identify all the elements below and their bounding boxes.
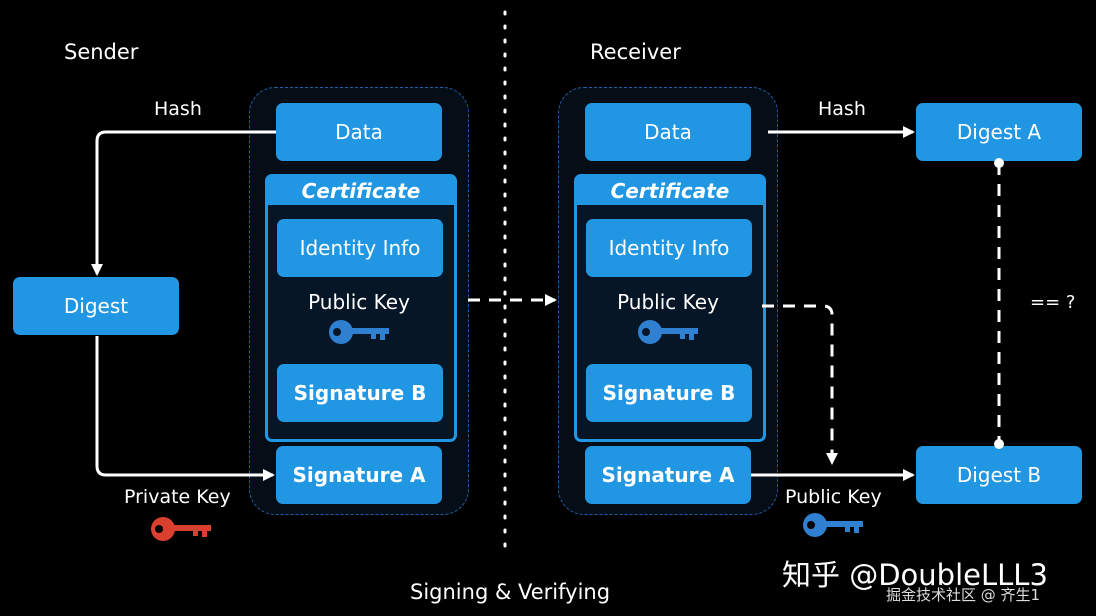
sender-certificate-header: Certificate <box>268 177 454 205</box>
digest-b-box: Digest B <box>916 446 1082 504</box>
receiver-signature-a-box: Signature A <box>585 446 751 504</box>
caption: Signing & Verifying <box>410 580 611 604</box>
watermark-sub: 掘金技术社区 @ 齐生1 <box>886 586 1041 604</box>
private-key-label: Private Key <box>124 486 231 508</box>
sender-signature-b-box: Signature B <box>277 364 443 422</box>
receiver-title: Receiver <box>590 40 681 64</box>
sender-hash-label: Hash <box>154 98 202 120</box>
sender-identity-info-box: Identity Info <box>277 219 443 277</box>
sender-signature-a-box: Signature A <box>276 446 442 504</box>
receiver-public-key-icon <box>638 320 698 344</box>
receiver-public-key-label: Public Key <box>617 290 719 314</box>
digest-a-box: Digest A <box>916 103 1082 161</box>
watermark-main: 知乎 @DoubleLLL3 <box>782 558 1048 592</box>
sender-digest-box: Digest <box>13 277 179 335</box>
receiver-public-key-arrow <box>762 304 838 465</box>
receiver-public-key-label-bottom: Public Key <box>785 486 882 508</box>
receiver-certificate-header: Certificate <box>577 177 763 205</box>
sender-data-box: Data <box>276 103 442 161</box>
receiver-data-box: Data <box>585 103 751 161</box>
sender-hash-arrow <box>91 130 276 276</box>
receiver-signature-b-box: Signature B <box>586 364 752 422</box>
sender-sign-arrow <box>95 336 275 481</box>
compare-label: == ? <box>1030 292 1076 313</box>
receiver-hash-label: Hash <box>818 98 866 120</box>
private-key-icon <box>151 517 211 541</box>
sender-title: Sender <box>64 40 139 64</box>
receiver-bottom-public-key-icon <box>803 513 863 537</box>
sender-public-key-icon <box>329 320 389 344</box>
receiver-identity-info-box: Identity Info <box>586 219 752 277</box>
sender-public-key-label: Public Key <box>308 290 410 314</box>
